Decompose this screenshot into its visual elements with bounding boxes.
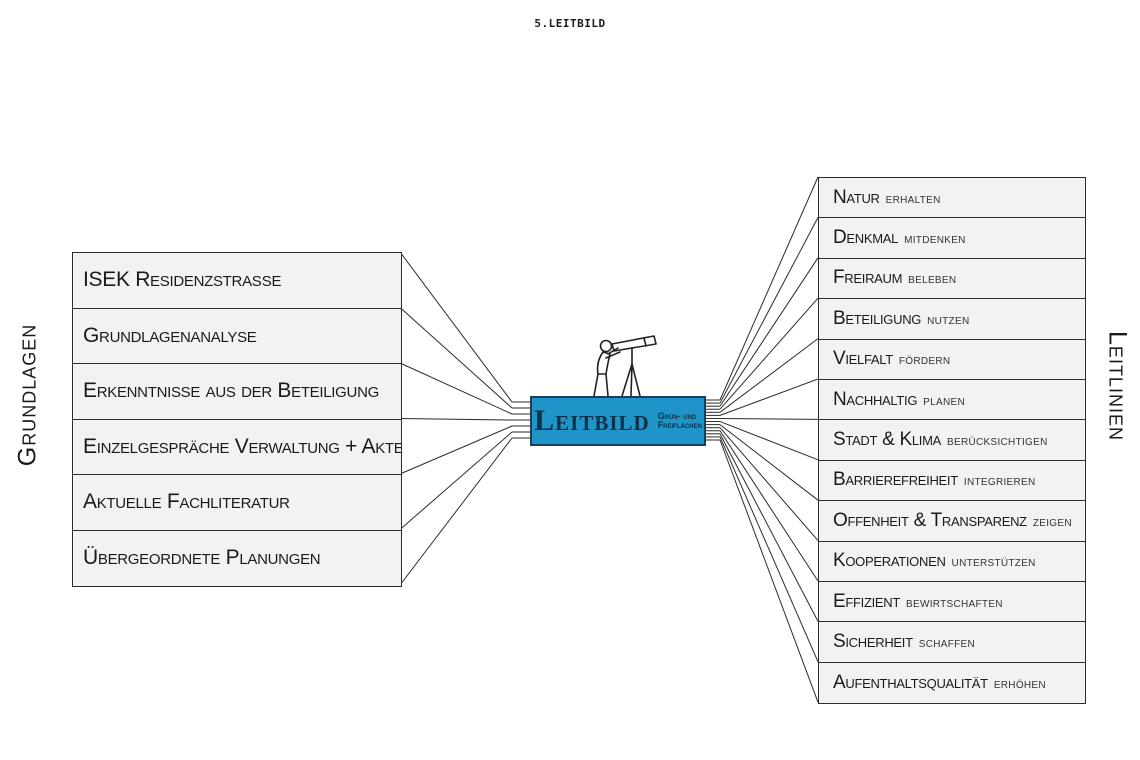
- leitlinie-tail: unterstützen: [951, 553, 1036, 570]
- leitlinien-connector: [719, 430, 819, 582]
- leitlinie-tail: integrieren: [963, 472, 1036, 489]
- leitlinien-label: Leitlinien: [1103, 331, 1132, 441]
- leitlinien-connector: [719, 417, 819, 420]
- leitlinien-connector: [719, 378, 819, 416]
- grundlagen-connector: [399, 425, 513, 475]
- leitlinie-item: Freiraum beleben: [819, 259, 1085, 300]
- grundlagen-connector: [399, 437, 513, 586]
- leitlinien-connector: [719, 439, 819, 703]
- leitlinien-connector: [719, 424, 819, 501]
- leitlinie-lead: Aufenthaltsqualität: [833, 671, 988, 693]
- leitlinie-tail: berücksichtigen: [947, 432, 1048, 449]
- leitbild-subtitle-line1: Grün- und: [657, 411, 697, 421]
- leitlinie-lead: Natur: [833, 186, 880, 208]
- leitlinie-item: Natur erhalten: [819, 178, 1085, 219]
- leitlinie-tail: bewirtschaften: [906, 593, 1003, 610]
- leitbild-title: Leitbild: [534, 404, 650, 437]
- leitlinie-lead: Kooperationen: [833, 550, 946, 572]
- leitlinie-item: Denkmal mitdenken: [819, 218, 1085, 259]
- leitlinie-item: Effizient bewirtschaften: [819, 582, 1085, 623]
- leitlinie-lead: Barrierefreiheit: [833, 469, 958, 491]
- leitlinie-lead: Freiraum: [833, 267, 903, 289]
- leitlinien-connector: [719, 297, 819, 410]
- leitbild-subtitle: Grün- und Freiflächen: [658, 412, 702, 430]
- leitlinien-connector: [719, 427, 819, 541]
- leitlinie-tail: beleben: [908, 270, 957, 287]
- leitlinie-lead: Vielfalt: [833, 348, 893, 370]
- leitlinie-tail: fördern: [898, 351, 951, 368]
- leitlinien-connector: [719, 176, 819, 401]
- leitlinie-item: Beteiligung nutzen: [819, 299, 1085, 340]
- leitlinie-lead: Nachhaltig: [833, 388, 918, 410]
- leitlinie-item: Vielfalt fördern: [819, 340, 1085, 380]
- grundlagen-connector: [399, 431, 513, 530]
- grundlagen-item: Einzelgespräche Verwaltung + Akteure: [73, 420, 401, 475]
- leitlinien-connector: [719, 436, 819, 662]
- grundlagen-connector: [399, 418, 513, 421]
- grundlagen-connector: [399, 307, 513, 409]
- grundlagen-item: Aktuelle Fachliteratur: [73, 475, 401, 531]
- leitlinie-lead: Stadt & Klima: [833, 429, 941, 451]
- leitlinie-item: Stadt & Klima berücksichtigen: [819, 420, 1085, 461]
- leitlinie-item: Kooperationen unterstützen: [819, 542, 1085, 582]
- leitbild-box: Leitbild Grün- und Freiflächen: [530, 396, 706, 446]
- leitlinie-tail: erhöhen: [993, 674, 1046, 691]
- leitlinie-tail: schaffen: [918, 633, 976, 650]
- leitlinien-connector: [719, 257, 819, 407]
- grundlagen-item: Erkenntnisse aus der Beteiligung: [73, 364, 401, 420]
- leitlinie-lead: Offenheit & Transparenz: [833, 509, 1027, 531]
- page-title: 5.LEITBILD: [534, 17, 606, 30]
- leitbild-subtitle-line2: Freiflächen: [657, 420, 702, 430]
- leitlinie-lead: Sicherheit: [833, 630, 913, 652]
- leitlinie-item: Offenheit & Transparenz zeigen: [819, 501, 1085, 542]
- grundlagen-item: ISEK Residenzstraße: [73, 253, 401, 309]
- leitlinie-item: Sicherheit schaffen: [819, 622, 1085, 663]
- leitlinie-lead: Denkmal: [833, 227, 899, 249]
- leitlinien-connector: [719, 338, 819, 413]
- leitlinie-tail: planen: [923, 391, 965, 408]
- leitlinien-connector: [719, 433, 819, 622]
- leitlinien-connector: [719, 421, 819, 461]
- grundlagen-label: Grundlagen: [13, 323, 42, 467]
- leitlinie-item: Barrierefreiheit integrieren: [819, 461, 1085, 502]
- grundlagen-item: Übergeordnete Planungen: [83, 546, 321, 570]
- grundlagen-item: Grundlagenanalyse: [73, 309, 401, 364]
- person-with-telescope-icon: [593, 335, 657, 397]
- leitlinie-tail: zeigen: [1032, 512, 1072, 529]
- leitlinie-tail: nutzen: [927, 310, 970, 327]
- leitlinie-item: Aufenthaltsqualität erhöhen: [819, 663, 1085, 703]
- grundlagen-connector: [399, 251, 513, 403]
- leitlinie-item: Nachhaltig planen: [819, 380, 1085, 421]
- leitlinie-lead: Effizient: [833, 590, 901, 612]
- leitlinie-lead: Beteiligung: [833, 307, 922, 329]
- grundlagen-connector: [399, 362, 513, 415]
- leitlinien-connector: [719, 217, 819, 404]
- leitlinie-tail: mitdenken: [904, 230, 966, 247]
- leitlinie-tail: erhalten: [885, 189, 941, 206]
